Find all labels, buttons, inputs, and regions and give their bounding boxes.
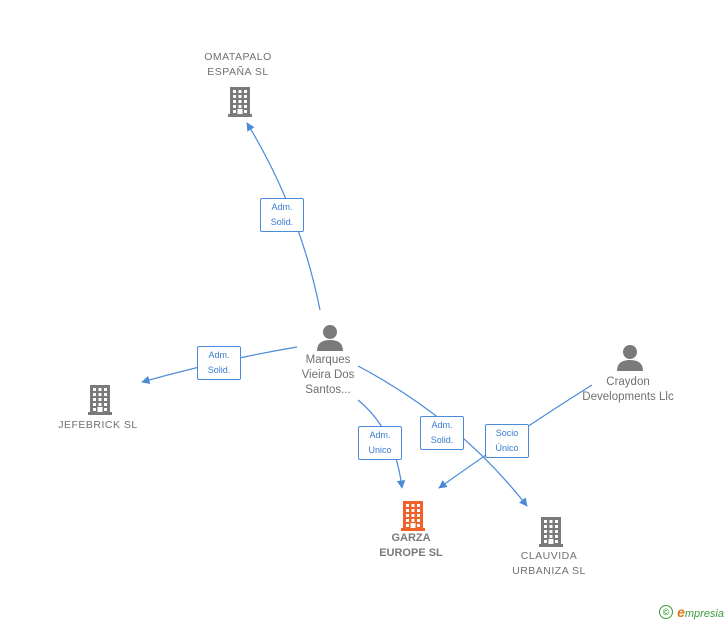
node-label-jefebrick[interactable]: JEFEBRICK SL bbox=[58, 418, 138, 433]
copyright-icon: © bbox=[659, 605, 674, 619]
edge-label-line: Socio bbox=[495, 428, 519, 438]
empresia-watermark: © empresia bbox=[659, 604, 724, 620]
edge-label-line: Solid. bbox=[207, 365, 231, 375]
node-label-garza[interactable]: GARZA EUROPE SL bbox=[379, 531, 443, 561]
node-label-line: Marques bbox=[305, 354, 351, 366]
node-label-line: GARZA bbox=[391, 532, 431, 544]
node-label-line: Craydon bbox=[606, 376, 650, 388]
building-icon-omatapalo[interactable] bbox=[228, 87, 252, 117]
edge-label-line: Adm. bbox=[208, 350, 230, 360]
brand-logo: empresia bbox=[677, 604, 724, 620]
node-label-line: EUROPE SL bbox=[379, 547, 443, 559]
edge-label-line: Adm. bbox=[271, 202, 293, 212]
node-label-line: ESPAÑA SL bbox=[207, 66, 269, 78]
edge-label-line: Solid. bbox=[270, 217, 294, 227]
edge-label-line: Adm. bbox=[431, 420, 453, 430]
edge-label-line: Adm. bbox=[369, 430, 391, 440]
node-label-line: CLAUVIDA bbox=[520, 550, 578, 562]
node-label-line: Santos... bbox=[305, 384, 351, 396]
edge-label-marques-jefebrick[interactable]: Adm. Solid. bbox=[197, 346, 241, 380]
building-icon-garza[interactable] bbox=[401, 501, 425, 531]
node-label-line: URBANIZA SL bbox=[512, 565, 586, 577]
node-label-line: OMATAPALO bbox=[204, 51, 272, 63]
edge-label-line: Único bbox=[495, 443, 519, 453]
node-label-omatapalo[interactable]: OMATAPALO ESPAÑA SL bbox=[204, 50, 272, 80]
node-label-line: Developments Llc bbox=[582, 391, 674, 403]
building-icon-jefebrick[interactable] bbox=[88, 385, 112, 415]
edge-label-line: Unico bbox=[368, 445, 392, 455]
node-label-line: JEFEBRICK SL bbox=[58, 419, 138, 431]
building-icon-clauvida[interactable] bbox=[539, 517, 563, 547]
edge-label-marques-omatapalo[interactable]: Adm. Solid. bbox=[260, 198, 304, 232]
person-icon-craydon[interactable] bbox=[617, 345, 643, 371]
person-icon-marques[interactable] bbox=[317, 325, 343, 351]
edge-label-marques-clauvida[interactable]: Adm. Solid. bbox=[420, 416, 464, 450]
node-label-clauvida[interactable]: CLAUVIDA URBANIZA SL bbox=[512, 549, 586, 579]
node-label-line: Vieira Dos bbox=[301, 369, 355, 381]
edge-label-marques-garza[interactable]: Adm. Unico bbox=[358, 426, 402, 460]
edge-label-line: Solid. bbox=[430, 435, 454, 445]
